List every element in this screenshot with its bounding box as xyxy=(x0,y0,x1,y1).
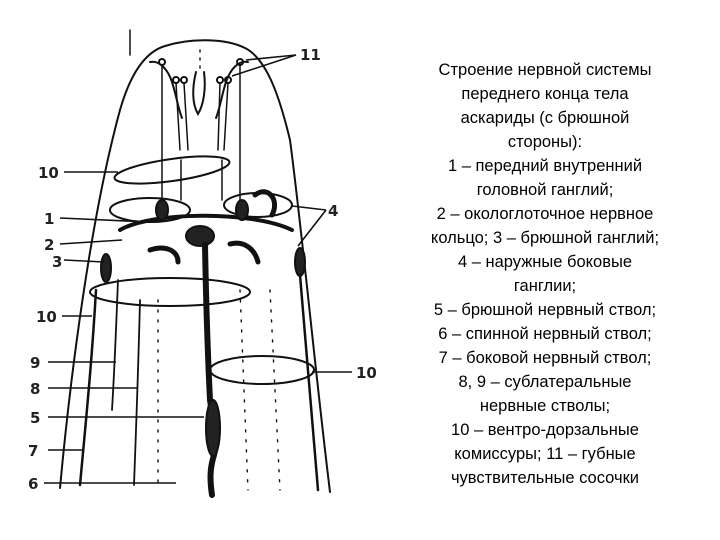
caption-line: комиссуры; 11 – губные xyxy=(454,445,636,463)
ganglion-1-left xyxy=(155,199,169,221)
lips xyxy=(149,60,249,119)
caption-line: 5 – брюшной нервный ствол; xyxy=(433,301,657,319)
ganglion-masses xyxy=(147,189,278,265)
caption-line: 10 – вентро-дорзальные xyxy=(451,421,639,439)
label-1: 1 xyxy=(44,210,54,228)
nerve-ring xyxy=(118,213,294,232)
ventral-nerve-trunk xyxy=(202,242,219,498)
caption-line: 1 – передний внутренний xyxy=(447,157,643,175)
label-11: 11 xyxy=(300,46,321,64)
commissure-right xyxy=(209,355,315,385)
papilla-inner-r1 xyxy=(216,76,224,84)
ventral-ganglion xyxy=(185,225,215,247)
ascaris-nervous-system-diagram: 10 1 2 3 10 9 8 5 7 6 11 4 10 xyxy=(28,29,377,498)
lateral-ganglion-right xyxy=(294,247,306,277)
caption-line: чувствительные сосочки xyxy=(450,469,640,487)
label-7: 7 xyxy=(28,442,38,460)
lateral-ganglion-left xyxy=(100,253,112,283)
dotted-line-2 xyxy=(239,289,249,491)
label-2: 2 xyxy=(44,236,54,254)
leader-11 xyxy=(231,54,297,77)
leader-1 xyxy=(59,217,151,223)
papilla-inner-r2 xyxy=(224,76,232,84)
caption-line: 4 – наружные боковые xyxy=(457,253,632,271)
label-3: 3 xyxy=(52,253,62,271)
right-trunk xyxy=(298,273,320,492)
commissure-upper xyxy=(113,155,231,185)
label-4: 4 xyxy=(328,202,338,220)
label-6: 6 xyxy=(28,475,38,493)
dotted-line-3 xyxy=(269,289,281,491)
ganglion-1-right xyxy=(235,199,249,221)
papilla-inner-l2 xyxy=(180,76,188,84)
label-8: 8 xyxy=(30,380,40,398)
commissure-lower xyxy=(89,277,251,307)
lateral-nerve-trunk xyxy=(78,288,98,487)
caption-line: Строение нервной системы xyxy=(438,61,652,79)
caption-line: 7 – боковой нервный ствол; xyxy=(438,349,652,367)
papilla-inner-l1 xyxy=(172,76,180,84)
label-9: 9 xyxy=(30,354,40,372)
caption-line: 2 – окологлоточное нервное xyxy=(436,205,654,223)
dorsal-nerve-trunk xyxy=(133,299,141,486)
label-10-right: 10 xyxy=(356,364,377,382)
commissure-ring-right xyxy=(223,192,293,218)
caption-line: стороны): xyxy=(507,133,583,151)
sublateral-trunk-9 xyxy=(111,279,119,411)
caption-line: аскариды (с брюшной xyxy=(460,109,630,127)
leader-3 xyxy=(63,259,105,263)
caption-line: кольцо; 3 – брюшной ганглий; xyxy=(430,229,660,247)
caption-line: 6 – спинной нервный ствол; xyxy=(438,325,652,343)
caption-line: головной ганглий; xyxy=(476,181,614,199)
caption-line: нервные стволы; xyxy=(479,397,611,415)
label-10-upper: 10 xyxy=(38,164,59,182)
papilla-left xyxy=(158,58,166,66)
caption-line: переднего конца тела xyxy=(461,85,629,103)
caption-line: 8, 9 – сублатеральные xyxy=(458,373,632,391)
label-10-middle: 10 xyxy=(36,308,57,326)
ventral-trunk-swelling xyxy=(205,399,221,457)
label-5: 5 xyxy=(30,409,40,427)
caption-line: ганглии; xyxy=(513,277,577,295)
leader-2 xyxy=(59,239,123,245)
leader-4 xyxy=(291,205,327,247)
figure-caption: Строение нервной системы переднего конца… xyxy=(405,58,685,490)
